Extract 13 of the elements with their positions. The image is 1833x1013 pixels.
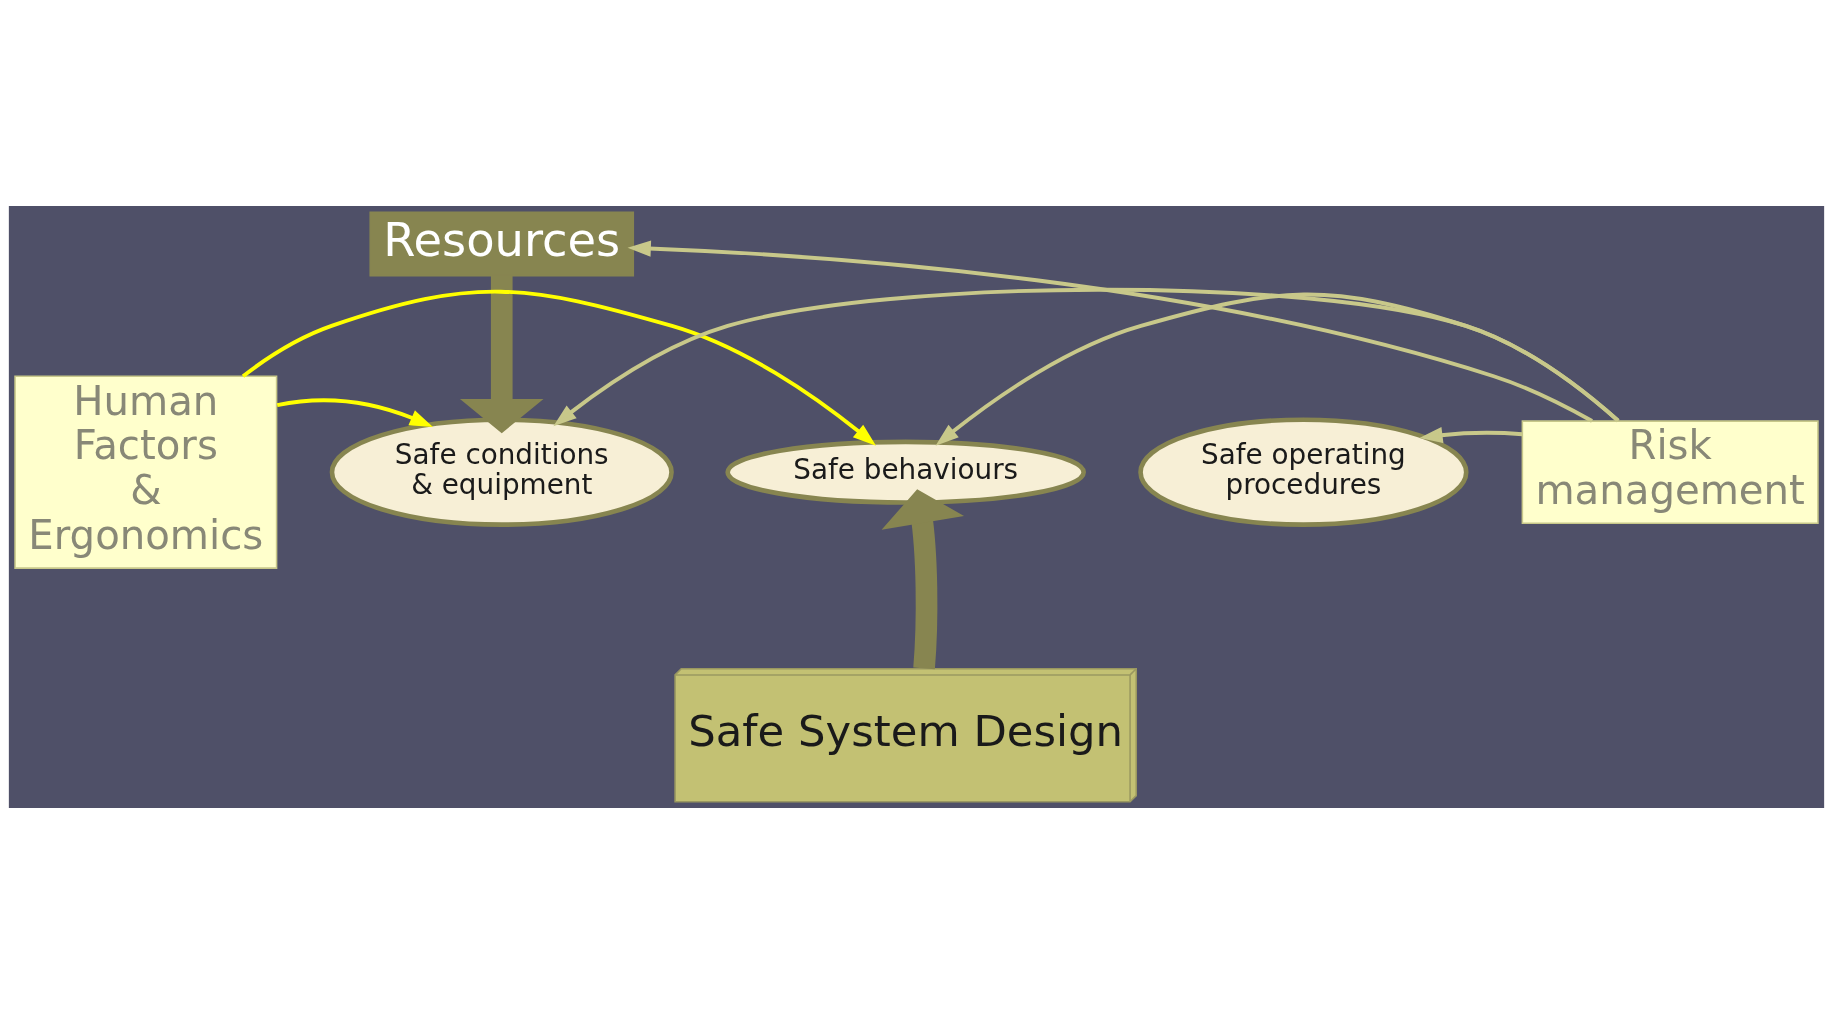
arrow bbox=[460, 275, 544, 433]
arrow bbox=[241, 289, 877, 446]
node-ellipse: Safe operating procedures bbox=[1138, 416, 1469, 527]
node-box: Resources bbox=[369, 210, 635, 276]
arrow bbox=[276, 397, 433, 427]
arrow bbox=[881, 488, 964, 669]
node-box: Human Factors & Ergonomics bbox=[14, 374, 278, 569]
node-ellipse: Safe behaviours bbox=[725, 439, 1086, 505]
arrow bbox=[935, 292, 1620, 446]
arrow bbox=[1419, 426, 1523, 443]
node-ellipse: Safe conditions & equipment bbox=[329, 416, 674, 527]
arrow bbox=[627, 239, 1593, 423]
node-box: Risk management bbox=[1521, 419, 1819, 524]
